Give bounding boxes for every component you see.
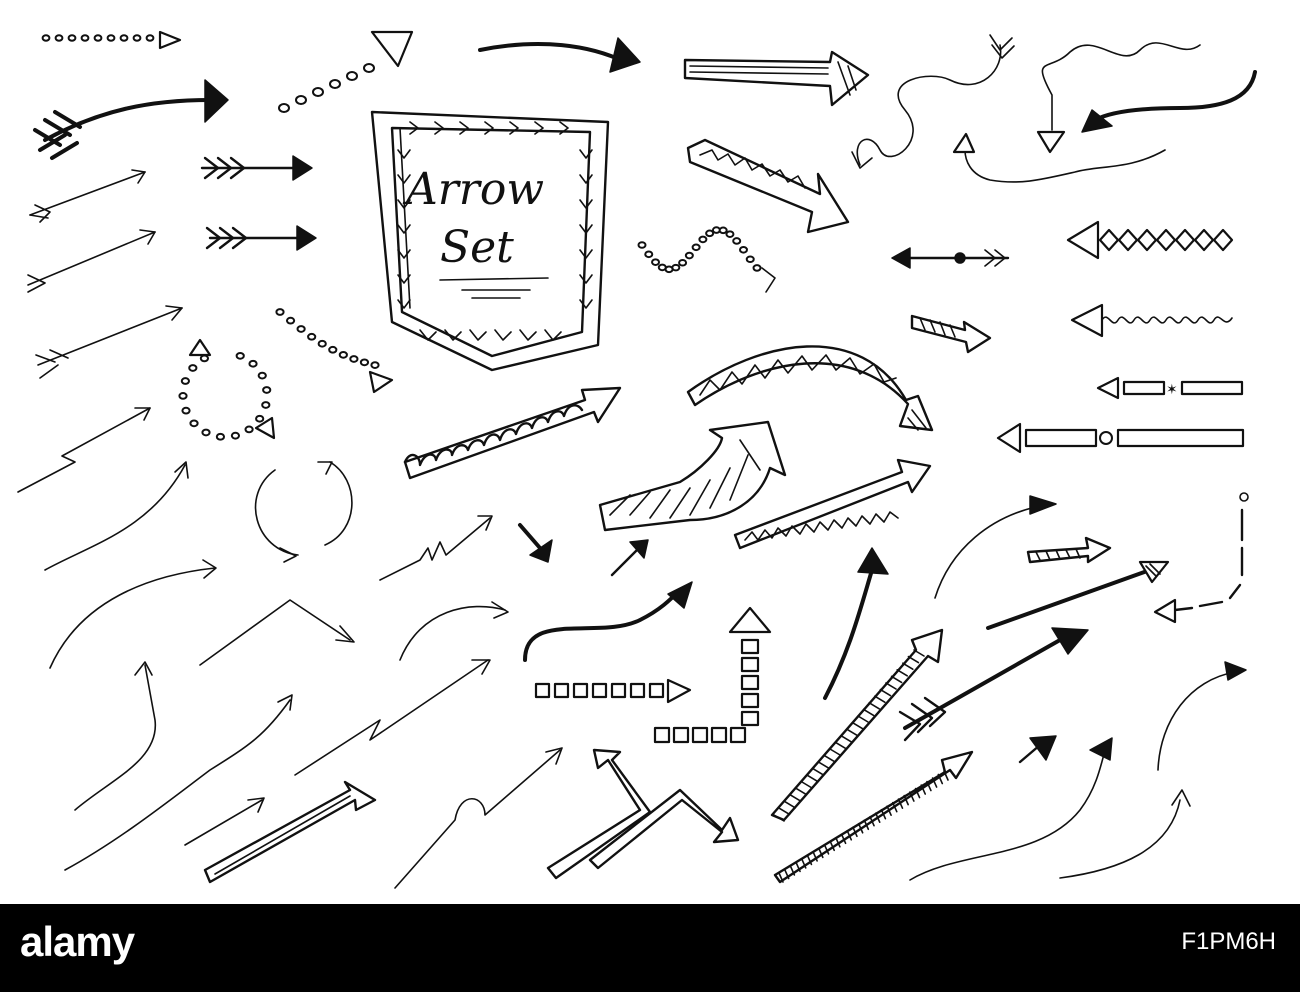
dashed-bent-arrow: [1153, 492, 1249, 624]
bump-arrow: [394, 747, 563, 889]
patterned-bent-arrow: [598, 420, 787, 532]
ladder-arrow-1: [770, 628, 944, 822]
feathered-arrow-small-2: [205, 225, 317, 251]
svg-text:✶: ✶: [1166, 382, 1178, 398]
ladder-arrow-2: [773, 750, 974, 884]
image-id-label: F1PM6H: [1181, 928, 1276, 955]
squiggle-left-arrow: [1070, 303, 1233, 338]
feathered-arrow-small-1: [200, 155, 313, 181]
circle-arrows: [254, 461, 353, 563]
bold-curved-arrow-top: [478, 37, 641, 73]
curved-arrow-left-2: [49, 559, 217, 669]
curved-arrow-low-right-3: [1157, 661, 1247, 771]
wave-arrow-lower-right: [952, 132, 1166, 183]
curved-arrow-low-right-1: [909, 737, 1113, 881]
watermark-footer: alamy F1PM6H: [0, 904, 1300, 992]
curved-arrow-left-1: [44, 461, 189, 571]
zigzag-wide-arrow: [686, 138, 850, 234]
dotted-arrow-top-left: [41, 30, 182, 50]
shield-badge: Arrow Set: [370, 110, 610, 372]
wavy-arrow-up: [851, 34, 1015, 169]
fletched-arrow-2: [27, 229, 156, 293]
title-line-1: Arrow: [402, 164, 544, 215]
bold-arrow-up-curve: [823, 547, 889, 700]
zigzag-small-arrow: [379, 515, 493, 581]
feathered-curved-arrow: [33, 79, 229, 160]
square-chain-arrow-up: [653, 606, 772, 744]
arrow-set-illustration: Arrow Set: [17, 30, 1257, 889]
arrow-up-right-small: [610, 539, 649, 577]
small-striped-arrow-right: [1026, 536, 1112, 564]
solid-arrow-down-right: [518, 523, 553, 563]
short-thin-arrow-low: [184, 797, 265, 846]
long-bold-arrow-right: [986, 560, 1170, 630]
dotted-wave-arrow: [637, 226, 776, 293]
lightning-long-arrow: [294, 659, 491, 776]
diamond-chain-arrow: [1066, 220, 1234, 260]
square-chain-arrow-right: [534, 678, 692, 704]
bar-arrow-with-star: ✶: [1096, 376, 1244, 400]
dotted-curve-arrow: [275, 308, 394, 394]
arrow-with-dot: [891, 247, 1010, 269]
small-solid-arrow-low: [1018, 735, 1057, 764]
curved-bold-arrow-mid: [523, 581, 693, 662]
title-line-2: Set: [440, 222, 514, 273]
small-hatched-arrow: [910, 314, 992, 354]
dotted-arrow-upper: [278, 30, 414, 113]
scalloped-arrow: [403, 386, 622, 480]
dotted-circle-arrow: [178, 338, 276, 441]
curved-zigzag-band-arrow: [686, 345, 934, 432]
hollow-long-arrow-low: [203, 780, 377, 884]
chevron-path-arrow: [199, 599, 355, 666]
arrow-doodles: Arrow Set: [17, 30, 1257, 889]
bent-outline-arrow-1: [546, 748, 652, 880]
bent-outline-arrow-2: [588, 788, 740, 870]
lightning-arrow-1: [17, 407, 151, 493]
wavy-arrow-down: [1036, 42, 1201, 154]
brand-logo: alamy: [20, 918, 135, 965]
striped-wide-arrow: [683, 50, 870, 107]
fletched-arrow-3: [35, 305, 183, 379]
wavy-long-arrow-1: [64, 694, 293, 871]
curved-arrow-mid-1: [399, 601, 509, 661]
fletched-diagonal-arrow: [898, 627, 1089, 742]
curved-arrow-low-right-2: [1059, 789, 1191, 879]
curved-arrow-right-top: [1081, 70, 1257, 133]
fletched-arrow-1: [29, 169, 146, 223]
long-zigzag-arrow: [733, 458, 932, 550]
curved-arrow-low-1: [74, 661, 156, 811]
bar-arrow-with-circle: [996, 422, 1245, 454]
curved-arrow-right-1: [934, 495, 1057, 599]
